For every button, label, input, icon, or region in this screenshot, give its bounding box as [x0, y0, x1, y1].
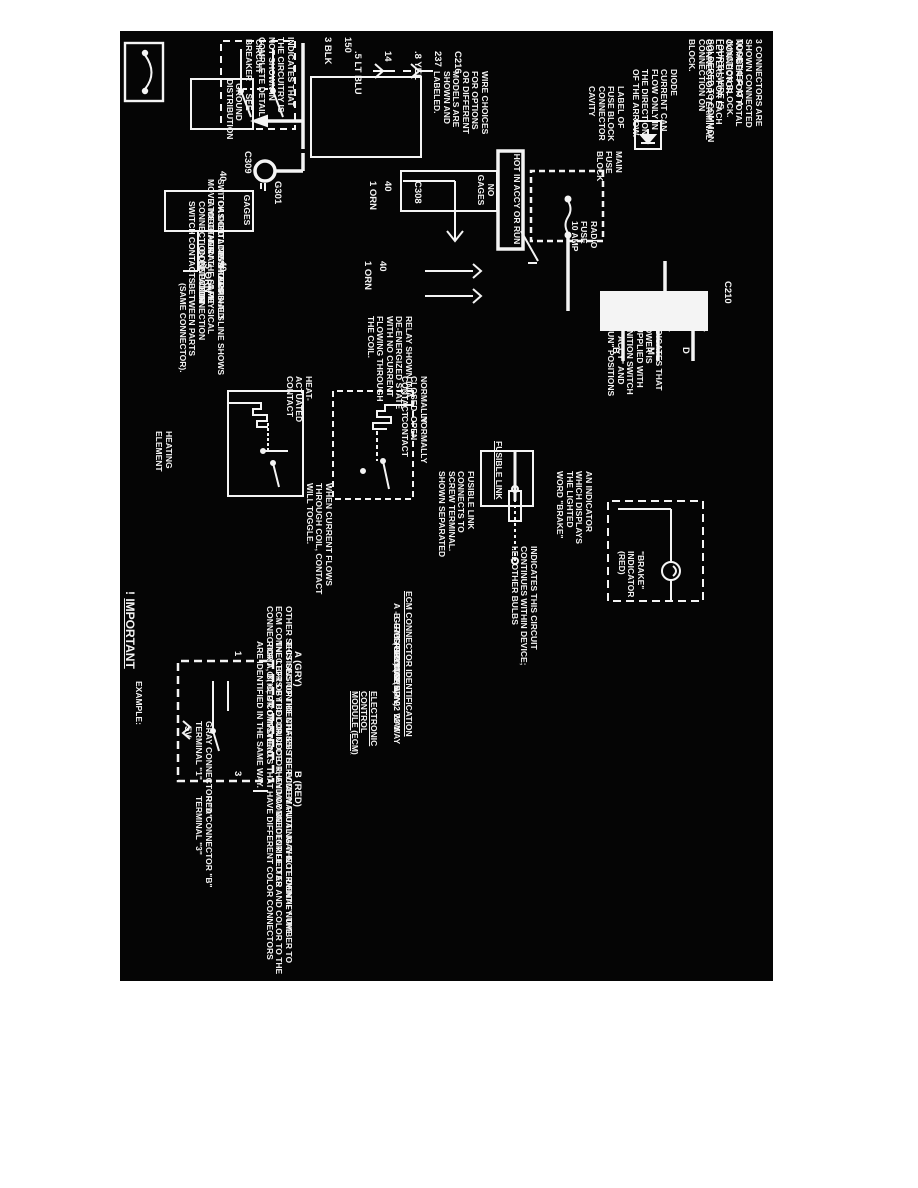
callout-indicator: AN INDICATOR WHICH DISPLAYS THE LIGHTED … — [555, 471, 595, 544]
callout-power-supplied: INDICATES THAT POWER IS SUPPLIED WITH IG… — [606, 321, 665, 397]
terminal-3-label: 3 — [232, 771, 243, 777]
callout-number-total: NUMBER FOR TOTAL CONNECTOR — [724, 39, 745, 127]
rotated-legend-sheet: CIRCUIT BREAKER SWITCH CONTACTS THAT MOV… — [120, 31, 773, 981]
callout-normally-open: NORMALLY OPEN CONTACT — [400, 416, 429, 464]
diode-symbol — [634, 120, 662, 150]
terminal-1-label: 1 — [232, 651, 243, 657]
wire-blk: 3 BLK — [322, 37, 333, 65]
circuit-breaker-symbol — [123, 41, 165, 103]
fuse-block-symbol — [496, 149, 605, 311]
junction-block-symbol — [600, 261, 708, 361]
gages-box: GAGES — [242, 194, 252, 226]
ecm-table-heading: ECM CONNECTOR IDENTIFICATION — [404, 591, 414, 737]
important-heading: ! IMPORTANT — [123, 591, 137, 669]
red-connector-label: RED CONNECTOR "B" TERMINAL "3" — [194, 796, 215, 888]
callout-fusible-link: FUSIBLE LINK CONNECTS TO SCREW TERMINAL.… — [437, 471, 477, 558]
callout-heating-element: HEATING ELEMENT — [154, 431, 175, 472]
brake-indicator-label: "BRAKE" INDICATOR (RED) — [617, 551, 646, 598]
connector-b-label: B (RED) — [292, 771, 303, 807]
terminal-d: D — [680, 347, 691, 354]
wire-1-orn-b: 1 ORN — [362, 261, 373, 291]
fusible-link-label: FUSIBLE LINK — [494, 441, 504, 500]
wire-c308: C308 — [412, 181, 423, 204]
five-volt-label: 5V — [182, 726, 193, 738]
ground-splice-symbol — [190, 43, 307, 191]
radio-fuse-label: RADIO FUSE 10 AMP — [570, 221, 599, 252]
wire-14: 14 — [382, 51, 393, 62]
important-paragraph-2: THIS SECTION IDENTIFIES THE ECM BY PUTTI… — [255, 641, 295, 975]
callout-continues: INDICATES THIS CIRCUIT CONTINUES WITHIN … — [510, 546, 539, 666]
wire-c210: C210 — [722, 281, 733, 304]
wire-150: 150 — [342, 37, 353, 53]
c216-connector-symbol — [310, 63, 433, 158]
terminal-b: B — [610, 347, 621, 354]
wire-options-symbol — [164, 170, 498, 304]
main-fuse-block-label: MAIN FUSE BLOCK — [595, 151, 624, 182]
wire-c309: C309 — [242, 151, 253, 174]
wire-lt-blu: .5 LT BLU — [352, 51, 363, 95]
callout-heat-actuated: HEAT- ACTUATED CONTACT — [285, 376, 314, 423]
legend-line-art — [123, 40, 708, 792]
thermal-switch-symbol — [227, 390, 304, 497]
connector-a-label: A (GRY) — [292, 651, 303, 687]
ecm-example-symbol — [176, 659, 275, 792]
hot-accy-run-box: HOT IN ACCY OR RUN — [512, 153, 522, 245]
callout-label-fuse-block: LABEL OF FUSE BLOCK CONNECTOR CAVITY — [587, 86, 627, 142]
example-label: EXAMPLE: — [134, 681, 144, 725]
wire-5-orn: .5 ORN — [202, 261, 213, 293]
callout-wire-choices: WIRE CHOICES FOR OPTIONS OR DIFFERENT MO… — [432, 71, 491, 135]
wire-1-orn-a: 1 ORN — [367, 181, 378, 211]
callout-dashed-physical: DASHED LINE SHOWS A PHYSICAL CONNECTION … — [178, 283, 226, 376]
wire-c216: C216 — [452, 51, 463, 74]
brake-indicator-symbol — [607, 500, 704, 602]
callout-current-flows: WHEN CURRENT FLOWS THROUGH COIL, CONTACT… — [305, 483, 334, 595]
wire-40-b: 40 — [377, 261, 388, 272]
schematic-legend-scan: CIRCUIT BREAKER SWITCH CONTACTS THAT MOV… — [120, 31, 773, 981]
callout-letters-each: LETTERS FOR EACH CONNECTOR TERMINAL — [704, 39, 725, 140]
wire-yel: .8 YEL — [412, 51, 423, 80]
terminal-m: M — [645, 347, 656, 355]
callout-not-shown: INDICATES THAT THE CIRCUITRY IS NOT SHOW… — [257, 37, 297, 117]
wire-237: 237 — [432, 51, 443, 67]
ganged-switch-symbol — [220, 40, 296, 130]
ecm-name-label: ELECTRONIC CONTROL MODULE (ECM) — [350, 691, 379, 755]
wire-40-c: 40 — [217, 261, 228, 272]
callout-diode: DIODE CURRENT CAN FLOW ONLY IN THE DIREC… — [631, 69, 679, 138]
wire-40-d: 40 — [217, 171, 228, 182]
fusible-link-symbol — [480, 450, 534, 565]
relay-symbol — [332, 390, 414, 500]
wire-g301: G301 — [272, 181, 283, 205]
ecm-table-row: D - BROWN (BRN) : 22 WAY — [392, 633, 402, 745]
wire-40-a: 40 — [382, 181, 393, 192]
see-ground-distribution-box: SEE GROUND DISTRIBUTION — [225, 79, 254, 140]
